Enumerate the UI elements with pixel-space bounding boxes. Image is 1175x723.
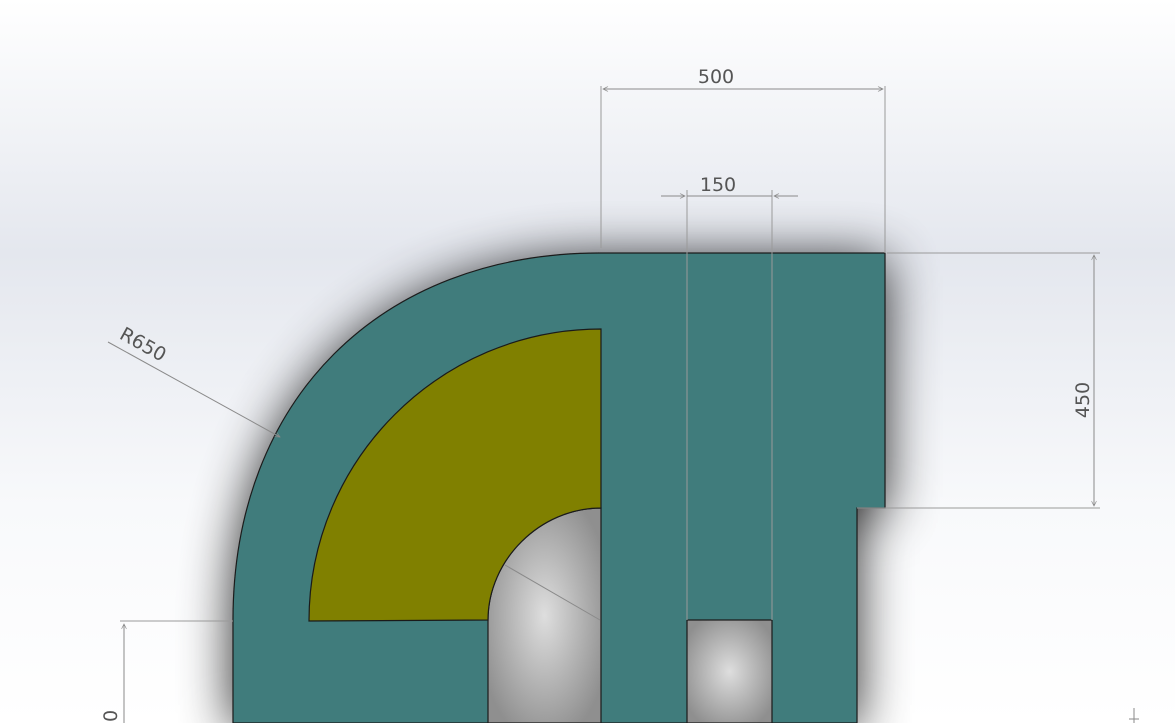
dimension-500-label: 500 — [698, 66, 734, 88]
dimension-150-label: 150 — [700, 174, 736, 196]
dimension-450[interactable]: 450 — [857, 252, 1100, 509]
dimension-150[interactable]: 150 — [661, 174, 798, 620]
dimension-450-label: 450 — [1072, 382, 1094, 418]
dimension-bottom-left-label: 0 — [100, 710, 122, 722]
inner-region[interactable] — [308, 328, 602, 622]
dimension-bottom-left-partial[interactable]: 0 — [100, 620, 233, 723]
slot-cutout — [686, 619, 773, 723]
dimension-500[interactable]: 500 — [600, 66, 886, 253]
inner-radius-leader — [504, 564, 601, 621]
dimension-bottom-right-partial — [1129, 708, 1139, 723]
